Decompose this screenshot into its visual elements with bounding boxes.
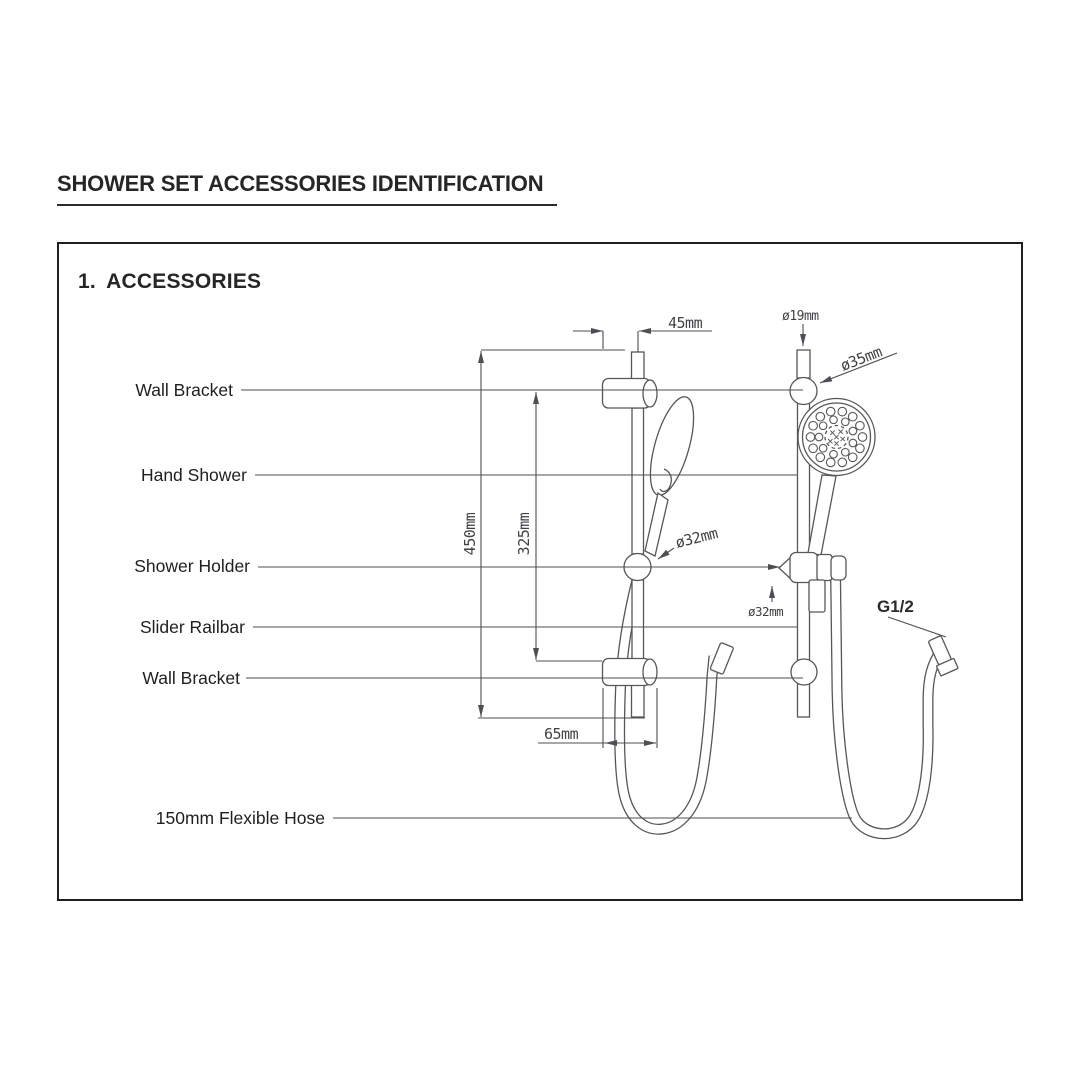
wall-bracket-top-side	[789, 376, 818, 406]
section-heading: 1. ACCESSORIES	[78, 270, 262, 293]
dim-rail-top-offset: 45mm	[668, 314, 703, 332]
dimension-lines	[477, 324, 947, 748]
label-slider-railbar: Slider Railbar	[140, 617, 245, 637]
rail-side-bottom-stub	[796, 683, 811, 718]
dim-bracket-distance: 325mm	[515, 512, 533, 555]
label-wall-bracket-top: Wall Bracket	[135, 380, 233, 400]
diagram-border-box	[57, 242, 1023, 901]
label-shower-holder: Shower Holder	[134, 556, 250, 576]
hand-shower-front	[644, 396, 695, 557]
callout-leaders	[241, 389, 852, 819]
handle-nut	[808, 579, 826, 613]
wall-bracket-bottom-side	[790, 658, 818, 686]
wall-bracket-bottom-front	[601, 657, 658, 687]
dim-wall-bracket-diameter: ø35mm	[838, 342, 885, 374]
rail-set-front-view	[601, 351, 734, 835]
hose-connector-side	[928, 635, 959, 677]
slider-railbar-front	[630, 351, 645, 382]
dim-rail-length: 450mm	[461, 512, 479, 555]
rail-side-top-stub	[796, 349, 811, 379]
label-flexible-hose: 150mm Flexible Hose	[156, 808, 325, 828]
dim-hose-thread: G1/2	[877, 597, 914, 616]
wall-bracket-top-front	[601, 377, 658, 409]
slider-railbar-front-low	[631, 579, 645, 660]
dim-shower-holder-diameter: ø32mm	[674, 524, 720, 552]
spray-nozzles-outer	[805, 406, 868, 468]
hand-shower-hook	[659, 468, 672, 493]
dim-bracket-width: 65mm	[544, 725, 579, 743]
hose-connector-front	[709, 642, 734, 675]
spray-center-jets	[827, 429, 846, 447]
spray-center-ring	[824, 424, 849, 450]
hand-shower-head	[797, 397, 876, 477]
dim-slider-diameter: ø32mm	[748, 604, 783, 619]
spray-nozzles-middle	[814, 415, 858, 459]
shower-holder-side	[778, 551, 847, 613]
dim-rail-diameter: ø19mm	[782, 309, 819, 324]
callout-labels: Wall Bracket Hand Shower Shower Holder S…	[134, 380, 325, 828]
hand-shower-handle-side	[807, 474, 837, 556]
rail-set-side-view	[778, 349, 959, 840]
slider-railbar-front-bottom	[630, 684, 645, 718]
flexible-hose-side	[830, 569, 946, 840]
slider-railbar-front-mid	[631, 407, 645, 555]
hand-shower-handle-front	[644, 491, 669, 557]
label-wall-bracket-bottom: Wall Bracket	[142, 668, 240, 688]
label-hand-shower: Hand Shower	[141, 465, 247, 485]
page-title: SHOWER SET ACCESSORIES IDENTIFICATION	[57, 171, 558, 206]
